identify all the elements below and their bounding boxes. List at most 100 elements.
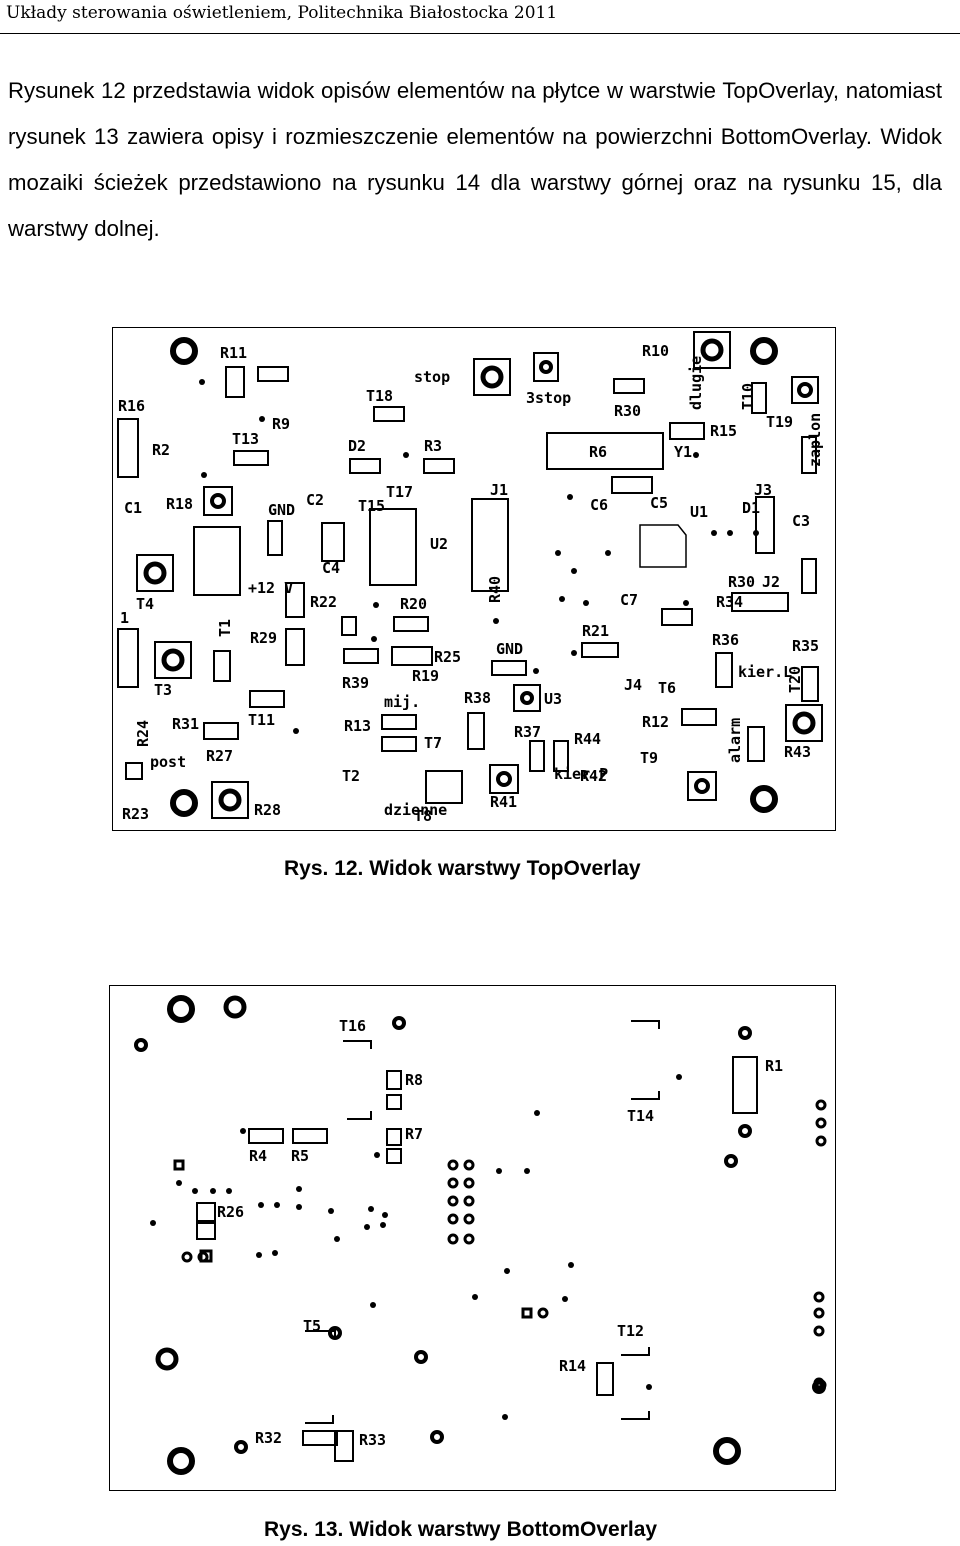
- figure13-silk-label: R26: [217, 1203, 244, 1221]
- figure12-silk-label: C6: [590, 496, 608, 514]
- figure12-silk-label: kier.L: [738, 663, 792, 681]
- figure12-silk-label: U2: [430, 535, 448, 553]
- figure12-silk-label: U1: [690, 503, 708, 521]
- figure12-silk-label: dzienne: [384, 801, 447, 819]
- figure12-silk-label: R20: [400, 595, 427, 613]
- figure12-silk-label: R35: [792, 637, 819, 655]
- figure13-silk-label: R5: [291, 1147, 309, 1165]
- figure12-silk-label: R37: [514, 723, 541, 741]
- figure13-silk-label: R32: [255, 1429, 282, 1447]
- figure12-silk-label: T18: [366, 387, 393, 405]
- figure12-silk-label: T6: [658, 679, 676, 697]
- figure12-silk-label: T11: [248, 711, 275, 729]
- figure12-silk-label: T2: [342, 767, 360, 785]
- figure13-silk-label: T16: [339, 1017, 366, 1035]
- figure12-silk-label: R19: [412, 667, 439, 685]
- figure12-silk-label: R28: [254, 801, 281, 819]
- figure12-silk-label: T15: [358, 497, 385, 515]
- figure12-silk-label: R34: [716, 593, 743, 611]
- figure12-silk-label: R36: [712, 631, 739, 649]
- figure12-silk-label: T8: [414, 807, 432, 825]
- header-rule: [0, 33, 960, 34]
- figure12-silk-label: R43: [784, 743, 811, 761]
- figure12-silk-label: C1: [124, 499, 142, 517]
- figure12-silk-label: dlugie: [687, 356, 705, 410]
- figure-12-topoverlay: R11 R10 stop 3stop dlugie T10 R30 R16 T1…: [112, 327, 836, 831]
- figure12-silk-label: Y1: [674, 443, 692, 461]
- figure12-silk-label: T13: [232, 430, 259, 448]
- figure12-silk-label: J3: [754, 481, 772, 499]
- figure13-silk-label: T12: [617, 1322, 644, 1340]
- figure12-silk-label: R6: [589, 443, 607, 461]
- figure12-silk-label: R31: [172, 715, 199, 733]
- figure12-silk-label: kier.P: [554, 765, 608, 783]
- figure13-silk-label: T14: [627, 1107, 654, 1125]
- figure12-silk-label: D2: [348, 437, 366, 455]
- figure12-silk-label: R16: [118, 397, 145, 415]
- figure12-silk-label: J2: [762, 573, 780, 591]
- figure12-silk-label: R13: [344, 717, 371, 735]
- figure12-silk-label: R41: [490, 793, 517, 811]
- figure12-silk-label: J1: [490, 481, 508, 499]
- figure-12-caption: Rys. 12. Widok warstwy TopOverlay: [284, 857, 641, 880]
- figure12-silk-label: R25: [434, 648, 461, 666]
- figure13-silk-label: R7: [405, 1125, 423, 1143]
- figure12-silk-label: R27: [206, 747, 233, 765]
- figure12-silk-label: T20: [786, 666, 804, 693]
- figure12-silk-label: R3: [424, 437, 442, 455]
- figure12-silk-label: R39: [342, 674, 369, 692]
- figure12-silk-label: T1: [216, 619, 234, 637]
- figure12-silk-label: R42: [580, 767, 607, 785]
- figure12-silk-label: T4: [136, 595, 154, 613]
- figure12-silk-label: R12: [642, 713, 669, 731]
- body-paragraph: Rysunek 12 przedstawia widok opisów elem…: [8, 78, 942, 241]
- figure12-silk-label: U3: [544, 690, 562, 708]
- figure12-silk-label: R9: [272, 415, 290, 433]
- figure12-silk-label: T19: [766, 413, 793, 431]
- figure12-silk-label: R29: [250, 629, 277, 647]
- figure12-silk-label: mij.: [384, 693, 420, 711]
- figure12-silk-label: R44: [574, 730, 601, 748]
- figure13-silk-label: R14: [559, 1357, 586, 1375]
- figure12-silk-label: R21: [582, 622, 609, 640]
- figure12-silk-label: R24: [134, 720, 152, 747]
- figure12-silk-label: R2: [152, 441, 170, 459]
- figure12-silk-label: C3: [792, 512, 810, 530]
- figure12-silk-label: C7: [620, 591, 638, 609]
- figure13-silk-label: T5: [303, 1317, 321, 1335]
- figure12-silk-label: J4: [624, 676, 642, 694]
- figure13-silk-label: R1: [765, 1057, 783, 1075]
- figure12-silk-label: C2: [306, 491, 324, 509]
- figure12-silk-label: R15: [710, 422, 737, 440]
- figure12-silk-label: R18: [166, 495, 193, 513]
- figure12-silk-label: T3: [154, 681, 172, 699]
- figure12-silk-label: alarm: [726, 718, 744, 763]
- figure12-silk-label: 1: [120, 609, 129, 627]
- figure12-silk-label: D1: [742, 499, 760, 517]
- figure12-silk-label: T10: [739, 383, 757, 410]
- figure12-silk-label: T7: [424, 734, 442, 752]
- figure12-silk-label: R30: [614, 402, 641, 420]
- figure13-silk-label: R33: [359, 1431, 386, 1449]
- figure12-silk-label: R10: [642, 342, 669, 360]
- figure13-silk-label: R4: [249, 1147, 267, 1165]
- figure12-silk-label: C5: [650, 494, 668, 512]
- page-header: Układy sterowania oświetleniem, Politech…: [6, 3, 558, 23]
- figure12-silk-label: R40: [486, 576, 504, 603]
- figure12-silk-label: R22: [310, 593, 337, 611]
- figure12-silk-label: +12 V: [248, 579, 293, 597]
- figure12-silk-label: C4: [322, 559, 340, 577]
- figure-13-caption: Rys. 13. Widok warstwy BottomOverlay: [264, 1518, 658, 1541]
- figure12-silk-label: R23: [122, 805, 149, 823]
- figure12-silk-label: T17: [386, 483, 413, 501]
- figure12-silk-label: R11: [220, 344, 247, 362]
- figure12-silk-label: T9: [640, 749, 658, 767]
- figure12-silk-label: zaplon: [806, 413, 824, 467]
- figure-13-bottomoverlay: T16 R1 R8 T14 R7 R4 R5 R26 T5 T12 R14 R3…: [109, 985, 836, 1491]
- figure12-silk-label: R30: [728, 573, 755, 591]
- figure12-silk-label: stop: [414, 368, 450, 386]
- figure12-silk-label: 3stop: [526, 389, 571, 407]
- figure12-silk-label: GND: [268, 501, 295, 519]
- figure13-silk-label: R8: [405, 1071, 423, 1089]
- figure12-silk-label: R38: [464, 689, 491, 707]
